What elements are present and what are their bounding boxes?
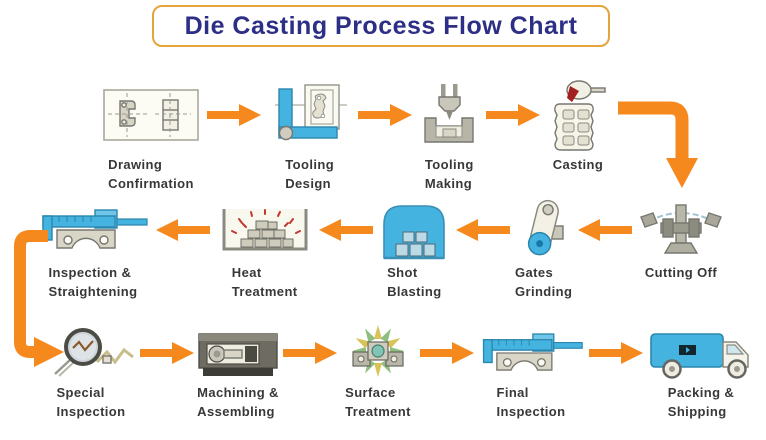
flow-arrow-left-icon [156,219,211,241]
flow-arrow-right-icon [419,342,474,364]
flow-arrow-right-icon [588,342,643,364]
drawing-confirmation-icon [103,78,199,152]
flow-arrow-right-icon [206,104,261,126]
inspection-straightening-icon [35,200,151,260]
flow-row-2: Inspection &Straightening [35,199,725,302]
final-inspection-icon [476,326,586,380]
flow-arrow-right-icon [358,104,413,126]
step-machining-assembling: Machining &Assembling [196,326,280,422]
elbow-arrow-left-down-icon [6,226,72,381]
tooling-making-icon [420,78,478,152]
shot-blasting-icon [378,200,450,260]
elbow-arrow-down-icon [618,96,702,201]
packing-shipping-icon [645,326,757,380]
surface-treatment-icon [339,325,417,380]
machining-assembling-icon [196,326,280,380]
step-label: Casting [552,157,604,172]
flow-arrow-right-icon [486,104,541,126]
step-packing-shipping: Packing &Shipping [645,326,757,422]
tooling-design-icon [269,78,351,152]
chart-title-box: Die Casting Process Flow Chart [152,5,610,47]
flow-arrow-right-icon [139,342,194,364]
casting-icon [548,78,608,152]
step-label: Packing &Shipping [667,385,735,419]
gates-grinding-icon [517,199,571,260]
flow-arrow-left-icon [455,219,510,241]
flow-arrow-left-icon [318,219,373,241]
flow-arrow-right-icon [282,342,337,364]
step-label: Inspection &Straightening [48,265,138,299]
cutting-off-icon [637,200,725,260]
step-casting: Casting [548,78,608,175]
step-inspection-straightening: Inspection &Straightening [35,200,151,302]
special-inspection-icon [45,326,137,380]
flow-arrow-left-icon [577,219,632,241]
step-label: Machining &Assembling [197,385,279,419]
step-cutting-off: Cutting Off [637,200,725,283]
chart-title: Die Casting Process Flow Chart [184,11,578,40]
step-label: Cutting Off [644,265,718,280]
heat-treatment-icon [216,200,314,260]
